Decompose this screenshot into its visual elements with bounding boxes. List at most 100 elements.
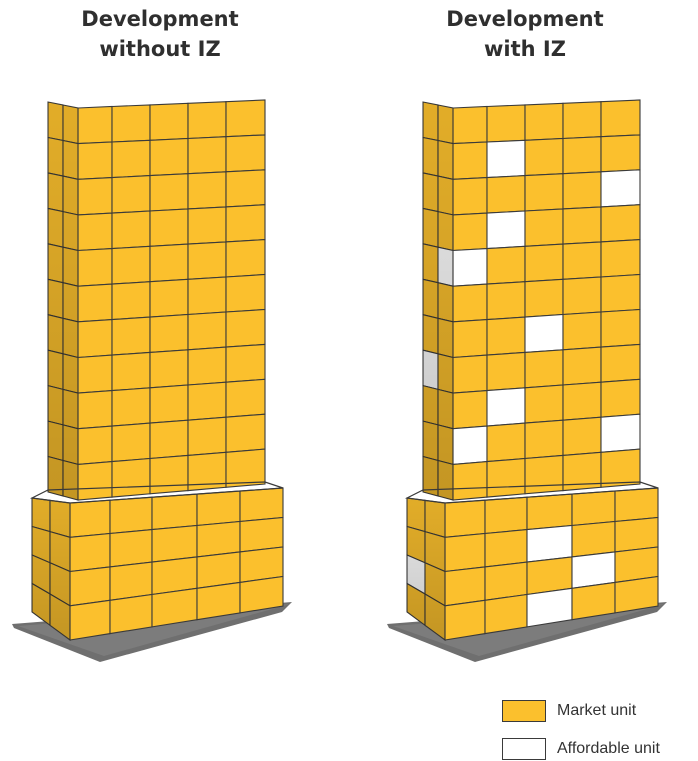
market-unit — [525, 350, 563, 388]
market-unit — [487, 282, 525, 320]
market-unit — [601, 275, 640, 313]
market-unit — [601, 344, 640, 382]
market-unit — [112, 246, 150, 284]
market-unit — [485, 562, 527, 600]
market-unit — [150, 174, 188, 211]
market-unit — [615, 518, 658, 552]
affordable-unit — [487, 211, 525, 249]
market-unit — [112, 282, 150, 320]
market-unit — [78, 178, 112, 215]
market-unit — [453, 178, 487, 215]
market-unit — [487, 459, 525, 498]
affordable-unit — [527, 526, 572, 563]
affordable-unit — [601, 170, 640, 207]
market-unit — [487, 176, 525, 214]
market-unit — [563, 102, 601, 139]
market-unit — [487, 317, 525, 355]
market-unit — [150, 420, 188, 458]
market-unit — [453, 107, 487, 144]
market-unit — [188, 242, 226, 279]
market-unit — [150, 244, 188, 282]
affordable-unit-swatch — [502, 738, 546, 760]
market-unit — [112, 388, 150, 426]
market-unit — [563, 382, 601, 420]
market-unit — [445, 567, 485, 606]
market-unit — [563, 207, 601, 244]
affordable-unit — [487, 388, 525, 426]
affordable-unit-label: Affordable unit — [557, 740, 660, 758]
market-unit — [485, 595, 527, 634]
market-unit — [78, 355, 112, 393]
affordable-unit — [487, 140, 525, 177]
tower-side-shade — [48, 102, 78, 500]
market-unit — [188, 207, 226, 244]
market-unit — [487, 246, 525, 284]
market-unit — [485, 497, 527, 533]
market-unit — [453, 462, 487, 500]
market-unit — [527, 494, 572, 529]
market-unit — [601, 379, 640, 417]
market-unit — [453, 391, 487, 429]
market-unit — [226, 135, 265, 172]
market-unit — [572, 522, 615, 557]
building-with-iz — [387, 100, 667, 662]
market-unit — [78, 320, 112, 358]
market-unit — [525, 279, 563, 317]
market-unit — [240, 577, 283, 613]
market-unit — [615, 488, 658, 522]
market-unit — [563, 347, 601, 385]
market-unit — [525, 244, 563, 282]
market-unit — [226, 100, 265, 137]
market-unit — [188, 102, 226, 139]
affordable-unit — [525, 315, 563, 353]
market-unit — [226, 275, 265, 313]
market-unit — [78, 284, 112, 322]
market-unit — [525, 139, 563, 176]
market-unit — [150, 139, 188, 176]
building-without-iz — [12, 100, 292, 662]
market-unit — [110, 530, 152, 567]
market-unit — [188, 312, 226, 350]
market-unit — [112, 317, 150, 355]
market-unit — [226, 414, 265, 452]
market-unit — [226, 344, 265, 382]
market-unit — [601, 205, 640, 242]
market-unit — [188, 172, 226, 209]
market-unit — [601, 310, 640, 348]
market-unit — [150, 103, 188, 140]
market-unit — [197, 582, 240, 619]
market-unit — [453, 320, 487, 358]
market-unit — [240, 488, 283, 522]
market-unit — [226, 379, 265, 417]
market-unit — [453, 213, 487, 250]
market-unit — [78, 391, 112, 429]
market-unit — [601, 135, 640, 172]
market-unit — [601, 100, 640, 137]
market-unit — [525, 455, 563, 493]
market-unit — [152, 526, 197, 563]
market-unit — [188, 382, 226, 420]
market-unit — [197, 522, 240, 557]
base-side-shade — [32, 498, 70, 640]
affordable-unit — [453, 426, 487, 464]
market-unit — [226, 310, 265, 348]
affordable-unit — [527, 588, 572, 627]
legend-market: Market unit — [502, 699, 636, 723]
market-unit — [563, 137, 601, 174]
market-unit — [453, 355, 487, 393]
market-unit — [226, 240, 265, 277]
market-unit — [563, 277, 601, 315]
market-unit — [226, 205, 265, 242]
market-unit — [78, 426, 112, 464]
market-unit — [563, 417, 601, 455]
market-unit — [525, 385, 563, 423]
market-unit — [485, 530, 527, 567]
market-unit — [563, 242, 601, 279]
market-unit — [112, 140, 150, 177]
market-unit-swatch — [502, 700, 546, 722]
market-unit — [188, 417, 226, 455]
market-unit — [445, 600, 485, 640]
market-unit — [112, 105, 150, 142]
market-unit — [150, 209, 188, 246]
market-unit — [110, 497, 152, 533]
